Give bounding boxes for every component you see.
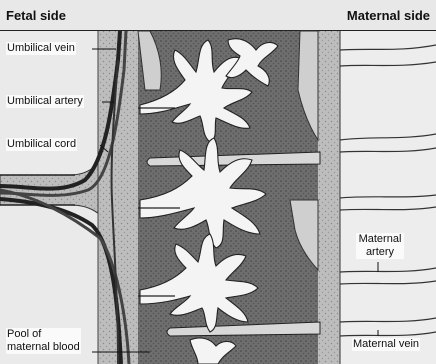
label-umbilical-artery: Umbilical artery	[6, 95, 84, 108]
label-pool-line1: Pool of	[7, 328, 80, 341]
label-maternal-artery: Maternal artery	[356, 233, 404, 259]
label-maternal-artery-line2: artery	[357, 246, 403, 259]
label-pool-of-maternal-blood: Pool of maternal blood	[6, 328, 81, 354]
label-maternal-artery-line1: Maternal	[357, 233, 403, 246]
label-umbilical-cord: Umbilical cord	[6, 138, 77, 151]
label-maternal-vein: Maternal vein	[352, 338, 420, 351]
label-pool-line2: maternal blood	[7, 341, 80, 354]
label-umbilical-vein: Umbilical vein	[6, 42, 76, 55]
